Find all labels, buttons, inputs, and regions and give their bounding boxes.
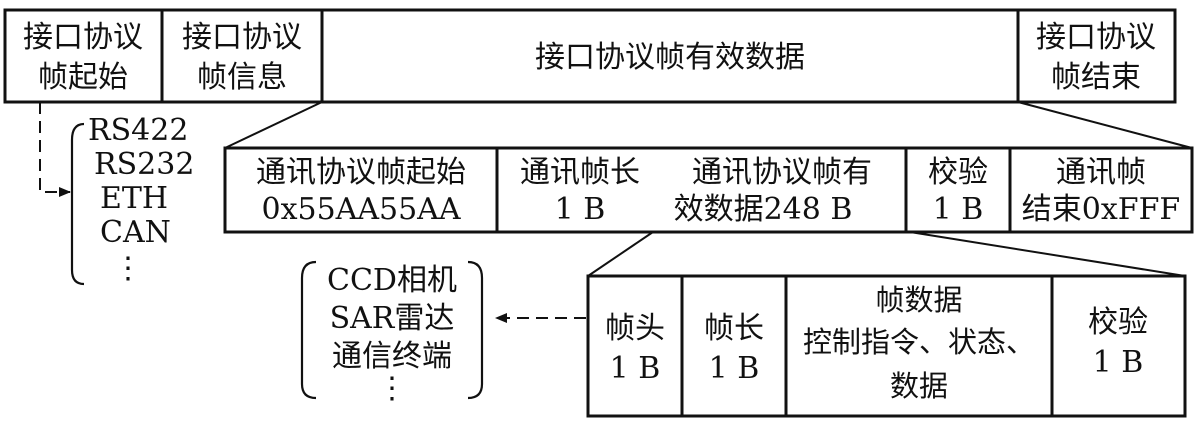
cell-label: 0x55AA55AA [261, 192, 460, 227]
device-item: SAR雷达 [330, 301, 455, 336]
cell-label: 帧信息 [197, 60, 287, 95]
cell-label: 帧数据 [875, 283, 962, 317]
communication-frame-row: 通讯协议帧起始 0x55AA55AA 通讯帧长 1 B 通讯协议帧有 效数据24… [223, 146, 1194, 234]
interface-frame-start-cell: 接口协议 帧起始 [23, 20, 143, 95]
cell-label: 帧起始 [38, 60, 128, 95]
cell-label: 接口协议 [23, 20, 143, 55]
payload-frame-row: 帧头 1 B 帧长 1 B 帧数据 控制指令、状态、 数据 校验 1 B [586, 274, 1187, 418]
cell-label: 接口协议帧有效数据 [535, 40, 805, 75]
interface-item: CAN [100, 215, 171, 250]
ellipsis: ⋮ [377, 371, 407, 406]
interface-item: RS232 [94, 147, 194, 182]
interface-list: RS422 RS232 ETH CAN ⋮ [39, 102, 194, 286]
expansion-guide-line [1017, 101, 1193, 149]
comm-frame-length-cell: 通讯帧长 1 B [520, 155, 640, 227]
interface-frame-row: 接口协议 帧起始 接口协议 帧信息 接口协议帧有效数据 接口协议 帧结束 [3, 8, 1177, 104]
device-item: 通信终端 [332, 339, 452, 374]
cell-label: 1 B [1093, 345, 1144, 380]
cell-label: 通讯帧 [1056, 155, 1146, 190]
cell-label: 通讯帧长 [520, 155, 640, 190]
interface-frame-info-cell: 接口协议 帧信息 [182, 20, 302, 95]
left-brace [300, 260, 317, 400]
cell-label: 校验 [928, 155, 988, 190]
ellipsis: ⋮ [113, 251, 143, 286]
cell-label: 帧头 [605, 311, 665, 346]
cell-label: 1 B [610, 351, 661, 386]
interface-item: ETH [100, 181, 168, 216]
cell-label: 控制指令、状态、 [803, 325, 1035, 359]
interface-frame-outline [3, 8, 1177, 104]
device-item: CCD相机 [327, 263, 457, 298]
payload-length-cell: 帧长 1 B [704, 311, 764, 386]
cell-label: 1 B [933, 192, 984, 227]
cell-label: 通讯协议帧有 [692, 155, 872, 190]
comm-frame-checksum-cell: 校验 1 B [928, 155, 988, 227]
cell-label: 接口协议 [1036, 20, 1156, 55]
expansion-guide-line [224, 101, 323, 149]
left-brace [70, 122, 85, 286]
comm-frame-payload-cell: 通讯协议帧有 效数据248 B [674, 155, 872, 227]
comm-frame-start-cell: 通讯协议帧起始 0x55AA55AA [256, 155, 466, 227]
cell-label: 帧结束 [1051, 60, 1141, 95]
payload-header-cell: 帧头 1 B [605, 311, 665, 386]
communication-frame-outline [223, 146, 1194, 234]
expansion-guide-line [909, 231, 1186, 277]
comm-frame-end-cell: 通讯帧 结束0xFFF [1022, 155, 1180, 227]
cell-label: 效数据248 B [674, 192, 853, 227]
cell-label: 校验 [1088, 305, 1148, 340]
cell-label: 帧长 [704, 311, 764, 346]
interface-frame-end-cell: 接口协议 帧结束 [1036, 20, 1156, 95]
cell-label: 1 B [709, 351, 760, 386]
payload-data-cell: 帧数据 控制指令、状态、 数据 [803, 283, 1035, 403]
expansion-guide-line [587, 231, 654, 277]
cell-label: 数据 [890, 369, 948, 403]
payload-checksum-cell: 校验 1 B [1088, 305, 1148, 380]
right-brace [467, 260, 484, 400]
cell-label: 1 B [555, 192, 606, 227]
cell-label: 接口协议 [182, 20, 302, 55]
dashed-arrow [39, 102, 71, 197]
cell-label: 通讯协议帧起始 [256, 155, 466, 190]
interface-item: RS422 [88, 113, 188, 148]
device-list: CCD相机 SAR雷达 通信终端 ⋮ [300, 260, 586, 406]
payload-frame-outline [586, 274, 1187, 418]
cell-label: 结束0xFFF [1022, 192, 1180, 227]
interface-frame-payload-cell: 接口协议帧有效数据 [535, 40, 805, 75]
